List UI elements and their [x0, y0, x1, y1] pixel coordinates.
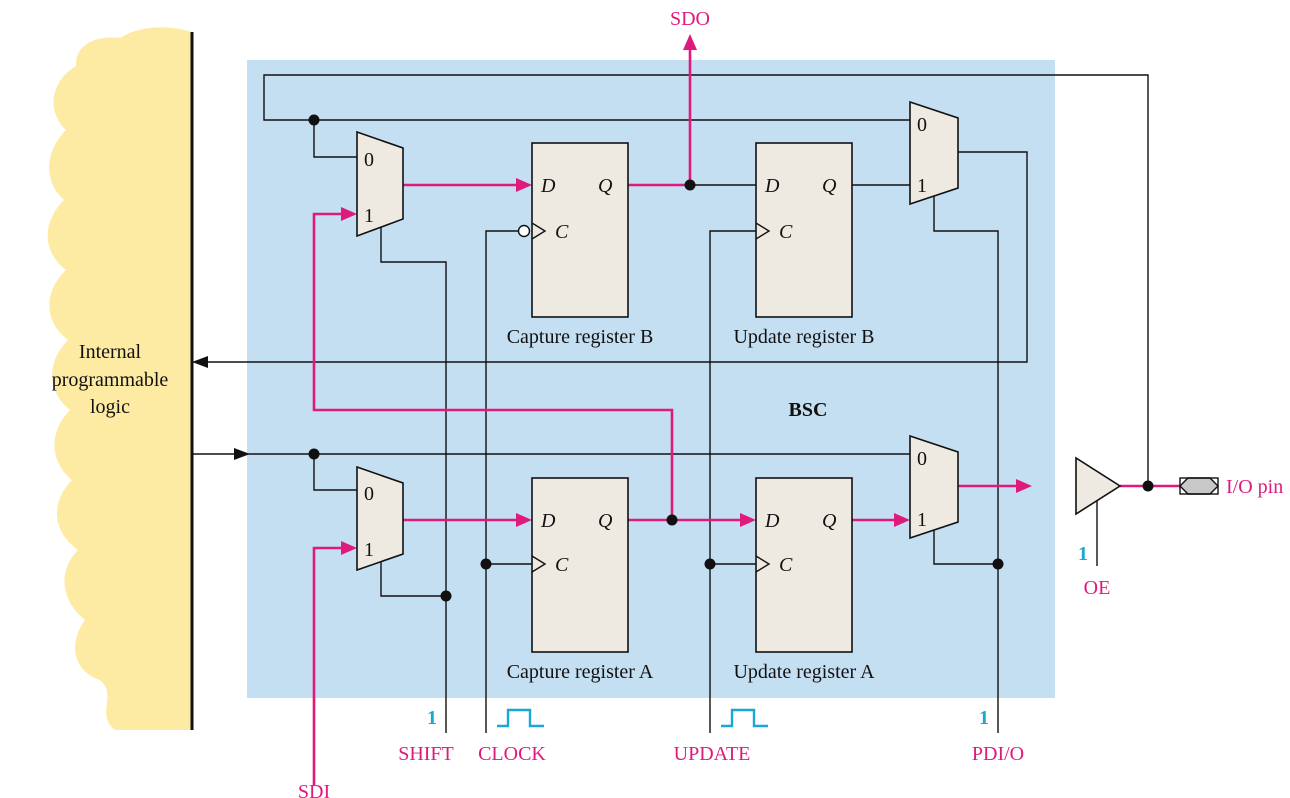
- path-chain-to-mux-b: [312, 212, 674, 520]
- sdo-label: SDO: [670, 8, 710, 30]
- junction-dot: [308, 114, 320, 126]
- pdio-label: PDI/O: [972, 743, 1024, 765]
- mux-a-shift: [356, 465, 404, 572]
- arrow-buffer-in: [1016, 479, 1032, 493]
- shift-label: SHIFT: [398, 743, 454, 765]
- capa-d-label: D: [540, 510, 556, 532]
- mux-b-in0-label: 0: [364, 149, 374, 171]
- wire-pdio-b: [933, 192, 999, 733]
- internal-logic-cloud: [47, 27, 192, 731]
- capture-register-b-label: Capture register B: [507, 326, 654, 348]
- junction-dot: [684, 179, 696, 191]
- updb-c-label: C: [779, 221, 793, 243]
- mux-b-output: [909, 100, 959, 206]
- wire-to-logic: [198, 151, 1028, 363]
- wire-mux-a-in0: [313, 454, 357, 491]
- upda-q-label: Q: [822, 510, 837, 532]
- update-pulse-icon: [721, 708, 768, 728]
- junction-dot: [308, 448, 320, 460]
- updb-q-label: Q: [822, 175, 837, 197]
- updb-clock-triangle: [755, 222, 771, 240]
- cloud-label-line-1: Internal: [79, 341, 142, 363]
- mux-out-a-in0-label: 0: [917, 448, 927, 470]
- mux-a-in1-label: 1: [364, 539, 374, 561]
- update-register-b: [755, 142, 853, 318]
- junction-dot: [480, 558, 492, 570]
- wire-io-feedback: [263, 74, 1149, 486]
- upda-clock-triangle: [755, 555, 771, 573]
- tristate-buffer: [1075, 456, 1122, 516]
- pdio-level: 1: [979, 707, 989, 729]
- arrow-mux-a-in1: [341, 541, 357, 555]
- capa-clock-triangle: [531, 555, 547, 573]
- capb-clock-triangle: [531, 222, 547, 240]
- oe-label: OE: [1084, 577, 1111, 599]
- arrow-mux-out-in1: [894, 513, 910, 527]
- capture-register-a: [531, 477, 629, 653]
- upda-d-label: D: [764, 510, 780, 532]
- update-register-a: [755, 477, 853, 653]
- junction-dot: [992, 558, 1004, 570]
- sdi-label: SDI: [298, 781, 330, 798]
- oe-level: 1: [1078, 543, 1088, 565]
- capture-register-a-label: Capture register A: [507, 661, 654, 683]
- path-sdi: [312, 546, 346, 785]
- mux-out-b-in1-label: 1: [917, 175, 927, 197]
- clock-label: CLOCK: [478, 743, 546, 765]
- update-register-b-label: Update register B: [733, 326, 874, 348]
- arrow-from-logic: [234, 448, 250, 460]
- wire-shift-a: [380, 558, 446, 597]
- capb-q-label: Q: [598, 175, 613, 197]
- arrow-capb-d: [516, 178, 532, 192]
- arrow-mux-b-in1: [341, 207, 357, 221]
- mux-b-shift: [356, 130, 404, 238]
- cloud-label-line-2: programmable: [52, 369, 169, 391]
- wire-pdio-a: [933, 528, 998, 565]
- io-pin-frame: [1179, 477, 1219, 495]
- upda-c-label: C: [779, 554, 793, 576]
- capa-q-label: Q: [598, 510, 613, 532]
- update-register-a-label: Update register A: [733, 661, 875, 683]
- mux-out-b-in0-label: 0: [917, 114, 927, 136]
- updb-d-label: D: [764, 175, 780, 197]
- junction-dot: [666, 514, 678, 526]
- arrow-to-logic: [192, 356, 208, 368]
- mux-a-in0-label: 0: [364, 483, 374, 505]
- arrow-sdo: [683, 34, 697, 50]
- bsc-label: BSC: [789, 399, 828, 421]
- capb-clock-inverter: [517, 224, 531, 238]
- mux-out-a-in1-label: 1: [917, 509, 927, 531]
- wire-top-mux-b-in0: [313, 120, 357, 158]
- junction-dot: [704, 558, 716, 570]
- mux-a-output: [909, 434, 959, 540]
- arrow-upda-d: [740, 513, 756, 527]
- junction-dot: [1142, 480, 1154, 492]
- io-pin-label: I/O pin: [1226, 476, 1283, 498]
- capa-c-label: C: [555, 554, 569, 576]
- mux-b-in1-label: 1: [364, 205, 374, 227]
- io-pin-icon: [1179, 477, 1219, 495]
- cloud-label-line-3: logic: [90, 396, 130, 418]
- arrow-capa-d: [516, 513, 532, 527]
- junction-dot: [440, 590, 452, 602]
- capb-c-label: C: [555, 221, 569, 243]
- shift-level: 1: [427, 707, 437, 729]
- update-label: UPDATE: [674, 743, 751, 765]
- capture-register-b: [531, 142, 629, 318]
- clock-pulse-icon: [497, 708, 544, 728]
- wire-shift: [380, 224, 447, 733]
- capb-d-label: D: [540, 175, 556, 197]
